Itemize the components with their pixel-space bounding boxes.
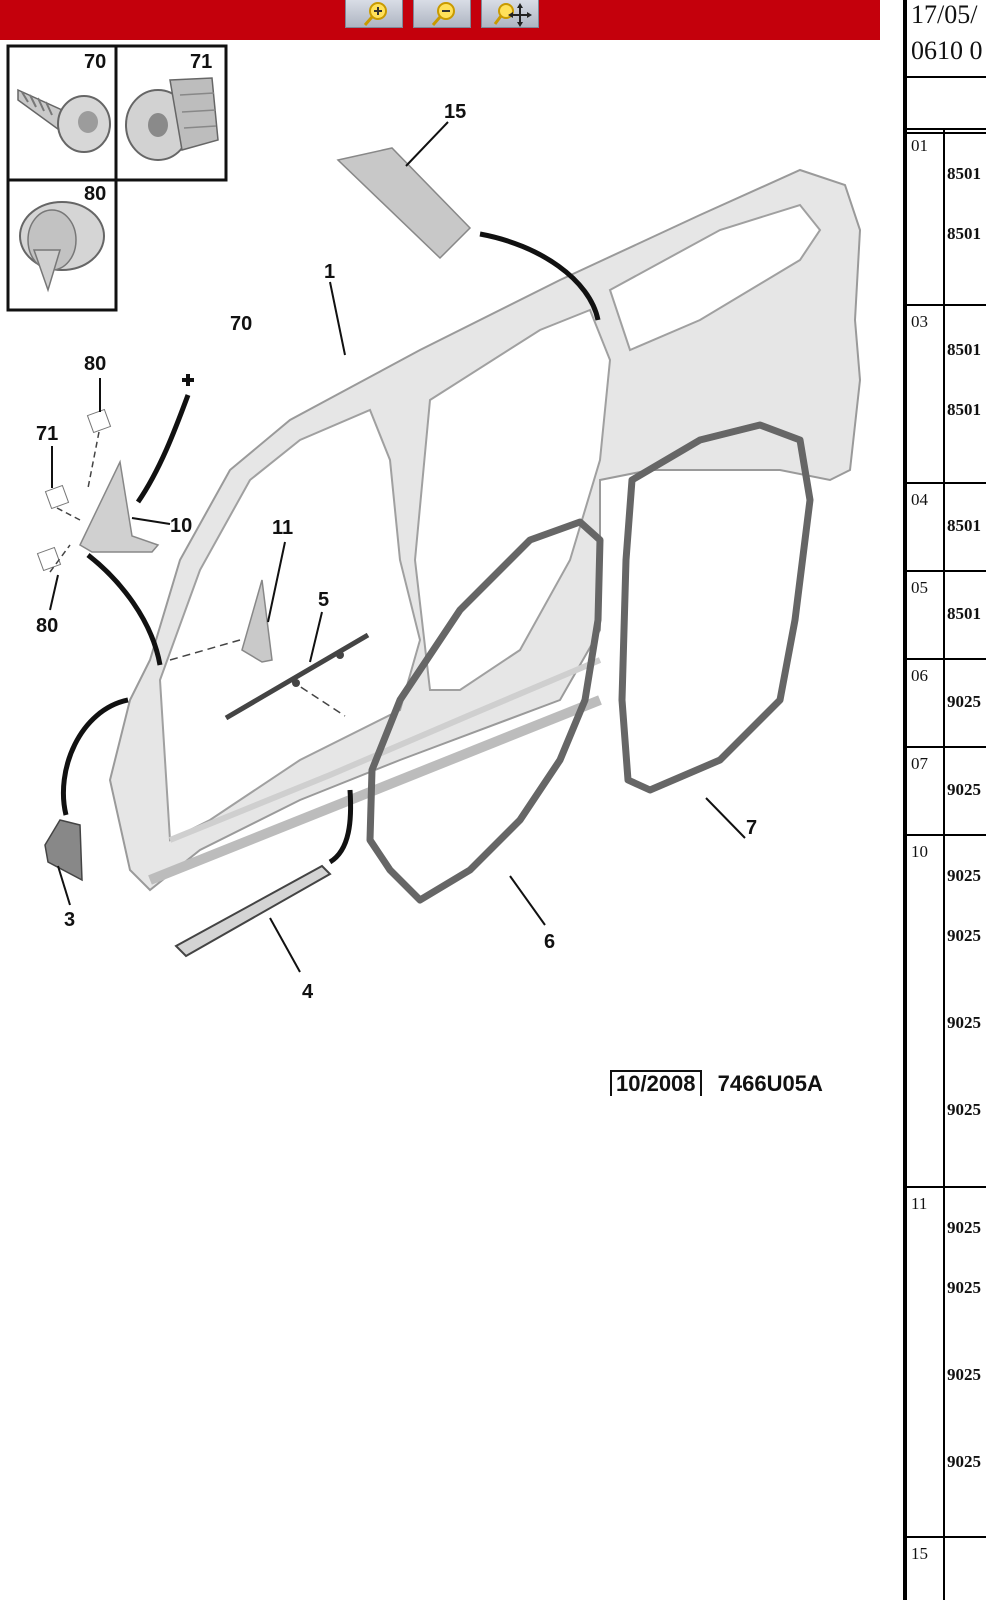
callout-11: 11 xyxy=(272,517,293,539)
part-reference[interactable]: 8501 xyxy=(947,604,981,623)
hinge-reinforcement-part xyxy=(44,819,83,882)
position-number: 05 xyxy=(911,578,928,597)
table-row[interactable]: 15 xyxy=(907,1536,986,1600)
table-row[interactable]: 01 8501 8501 xyxy=(907,128,986,304)
rear-door-seal xyxy=(618,421,814,794)
screw-part-icon xyxy=(17,88,111,153)
table-row[interactable]: 05 8501 xyxy=(907,570,986,658)
position-number: 11 xyxy=(911,1194,928,1213)
toolbar xyxy=(0,0,880,40)
callout-15: 15 xyxy=(444,101,466,123)
position-number: 04 xyxy=(911,490,928,509)
parts-diagram: 70 71 80 xyxy=(0,40,880,1600)
push-rivet-part-icon xyxy=(19,201,105,293)
panel-header-code: 0610 0 xyxy=(911,36,983,65)
table-row[interactable]: 11 9025 9025 9025 9025 xyxy=(907,1186,986,1536)
table-row[interactable]: 03 8501 8501 xyxy=(907,304,986,482)
part-reference[interactable]: 9025 xyxy=(947,1100,981,1119)
inset-label-71: 71 xyxy=(190,51,212,73)
part-reference[interactable]: 9025 xyxy=(947,1013,981,1032)
corner-bracket-part xyxy=(79,459,160,553)
position-number: 07 xyxy=(911,754,928,773)
table-row[interactable]: 10 9025 9025 9025 9025 xyxy=(907,834,986,1186)
inset-label-80: 80 xyxy=(84,183,106,205)
part-reference[interactable]: 9025 xyxy=(947,692,981,711)
part-reference[interactable]: 9025 xyxy=(947,866,981,885)
position-number: 06 xyxy=(911,666,928,685)
body-side-panel xyxy=(108,168,862,892)
callout-80-top: 80 xyxy=(84,353,106,375)
callout-5: 5 xyxy=(318,589,329,611)
position-number: 01 xyxy=(911,136,928,155)
position-number: 10 xyxy=(911,842,928,861)
fastener-inset: 70 71 80 xyxy=(6,44,228,312)
table-row[interactable]: 04 8501 xyxy=(907,482,986,570)
callout-80-bottom: 80 xyxy=(36,615,58,637)
part-reference[interactable]: 9025 xyxy=(947,1452,981,1471)
part-reference[interactable]: 9025 xyxy=(947,780,981,799)
part-reference[interactable]: 9025 xyxy=(947,926,981,945)
part-reference[interactable]: 8501 xyxy=(947,224,981,243)
zoom-out-icon xyxy=(431,2,455,26)
callout-71: 71 xyxy=(36,423,58,445)
inset-label-70: 70 xyxy=(84,51,106,73)
zoom-in-button[interactable] xyxy=(345,0,403,28)
position-number: 03 xyxy=(911,312,928,331)
strip-part xyxy=(224,632,370,721)
zoom-in-icon xyxy=(363,2,387,26)
part-reference[interactable]: 8501 xyxy=(947,340,981,359)
part-reference[interactable]: 8501 xyxy=(947,516,981,535)
part-reference[interactable]: 8501 xyxy=(947,400,981,419)
callout-3: 3 xyxy=(64,909,75,931)
pillar-trim-part xyxy=(336,147,472,260)
front-door-seal xyxy=(366,518,604,904)
sill-plate-part xyxy=(174,864,332,958)
gusset-part xyxy=(241,579,273,663)
callout-70: 70 xyxy=(230,313,252,335)
part-reference[interactable]: 8501 xyxy=(947,164,981,183)
callout-7: 7 xyxy=(746,817,757,839)
callout-1: 1 xyxy=(324,261,335,283)
parts-list-panel: 17/05/ 0610 0 01 8501 8501 03 8501 8501 … xyxy=(903,0,986,1600)
callout-10: 10 xyxy=(170,515,192,537)
callout-4: 4 xyxy=(302,981,314,1003)
pan-move-icon xyxy=(493,3,532,27)
part-reference[interactable]: 9025 xyxy=(947,1218,981,1237)
table-row[interactable]: 07 9025 xyxy=(907,746,986,834)
position-number: 15 xyxy=(911,1544,928,1563)
table-row[interactable]: 06 9025 xyxy=(907,658,986,746)
part-reference[interactable]: 9025 xyxy=(947,1278,981,1297)
panel-header-date: 17/05/ xyxy=(911,0,978,29)
part-reference[interactable]: 9025 xyxy=(947,1365,981,1384)
diagram-reference: 7466U05A xyxy=(717,1071,823,1096)
callout-6: 6 xyxy=(544,931,555,953)
diagram-stamp: 10/2008 7466U05A xyxy=(610,1070,823,1097)
diagram-date: 10/2008 xyxy=(610,1070,702,1096)
pan-button[interactable] xyxy=(481,0,539,28)
zoom-out-button[interactable] xyxy=(413,0,471,28)
clip-nut-part-icon xyxy=(125,77,219,161)
